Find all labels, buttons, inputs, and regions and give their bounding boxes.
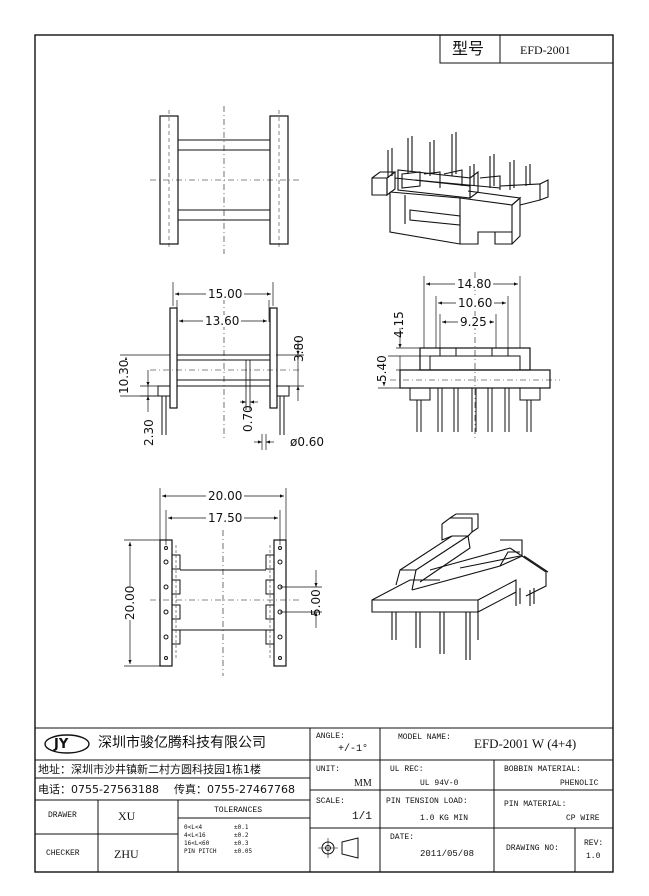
tol-row-4: PIN PITCH <box>184 848 217 855</box>
dim-0-60: ø0.60 <box>290 435 325 449</box>
checker-label: CHECKER <box>46 849 80 858</box>
ul-rec-label: UL REC: <box>390 765 424 774</box>
tolerances-label: TOLERANCES <box>214 806 263 815</box>
date: 2011/05/08 <box>420 849 475 859</box>
dim-5-00: 5.00 <box>309 589 323 616</box>
dim-9-25: 9.25 <box>458 315 489 329</box>
pin-tension: 1.0 KG MIN <box>420 814 469 823</box>
logo-oval <box>44 734 90 754</box>
model-box <box>439 34 614 64</box>
dim-10-30: 10.30 <box>117 359 131 394</box>
dim-0-70: 0.70 <box>241 405 255 432</box>
rev-label: REV: <box>584 839 604 848</box>
dim-20-00-v: 20.00 <box>123 585 137 620</box>
view-side-dims <box>150 298 300 440</box>
unit: MM <box>354 778 372 789</box>
view-end-dims <box>390 272 560 440</box>
type-label: 型号 <box>452 39 485 58</box>
tol-row-3: 16<L<60 <box>184 840 210 847</box>
model-name: EFD-2001 W (4+4) <box>474 736 577 751</box>
view-iso-bottom <box>371 513 549 660</box>
projection-symbol-icon <box>318 837 359 859</box>
sheet-border <box>34 34 614 873</box>
dim-3-80: 3.80 <box>292 335 306 362</box>
pin-material-label: PIN MATERIAL: <box>504 800 567 809</box>
view-front-simple <box>150 106 300 254</box>
angle-label: ANGLE: <box>316 732 345 741</box>
dim-5-40: 5.40 <box>375 355 389 382</box>
bobbin-label: BOBBIN MATERIAL: <box>504 765 581 774</box>
tol-val-2: ±0.2 <box>234 832 249 839</box>
dim-13-60: 13.60 <box>203 314 242 328</box>
drawing-no-label: DRAWING NO: <box>506 844 559 853</box>
unit-label: UNIT: <box>316 765 341 774</box>
angle: +/-1° <box>338 744 369 755</box>
drawer-label: DRAWER <box>48 811 77 820</box>
tol-val-1: ±0.1 <box>234 824 249 831</box>
dim-10-60: 10.60 <box>456 296 495 310</box>
dim-2-30: 2.30 <box>142 419 156 446</box>
model-name-label: MODEL NAME: <box>398 733 451 742</box>
tol-val-3: ±0.3 <box>234 840 249 847</box>
address: 地址：深圳市沙井镇新二村方圆科技园1栋1楼 <box>38 763 261 776</box>
dim-14-80: 14.80 <box>455 277 494 291</box>
tol-row-2: 4<L<16 <box>184 832 206 839</box>
pin-tension-label: PIN TENSION LOAD: <box>386 797 468 806</box>
logo-text: JY <box>54 737 69 752</box>
scale-label: SCALE: <box>316 797 345 806</box>
tol-row-1: 0<L<4 <box>184 824 203 831</box>
dim-20-00-h: 20.00 <box>206 489 245 503</box>
model-header: EFD-2001 <box>520 43 571 57</box>
pin-material: CP WIRE <box>566 814 600 823</box>
company-name: 深圳市骏亿腾科技有限公司 <box>98 735 266 751</box>
ul-rec: UL 94V-0 <box>420 779 459 788</box>
phone: 电话：0755-27563188 <box>38 783 159 796</box>
drawer: XU <box>118 809 136 823</box>
view-bottom-dims <box>150 530 300 676</box>
scale: 1/1 <box>352 811 372 823</box>
tol-val-4: ±0.05 <box>234 848 253 855</box>
dim-17-50: 17.50 <box>206 511 245 525</box>
date-label: DATE: <box>390 833 415 842</box>
bobbin: PHENOLIC <box>560 779 599 788</box>
checker: ZHU <box>114 847 139 861</box>
title-block <box>35 727 613 872</box>
view-iso-top <box>371 132 549 245</box>
dim-15: 15.00 <box>206 287 245 301</box>
rev: 1.0 <box>586 852 601 861</box>
dim-4-15: 4.15 <box>392 311 406 338</box>
fax: 传真：0755-27467768 <box>174 783 295 796</box>
